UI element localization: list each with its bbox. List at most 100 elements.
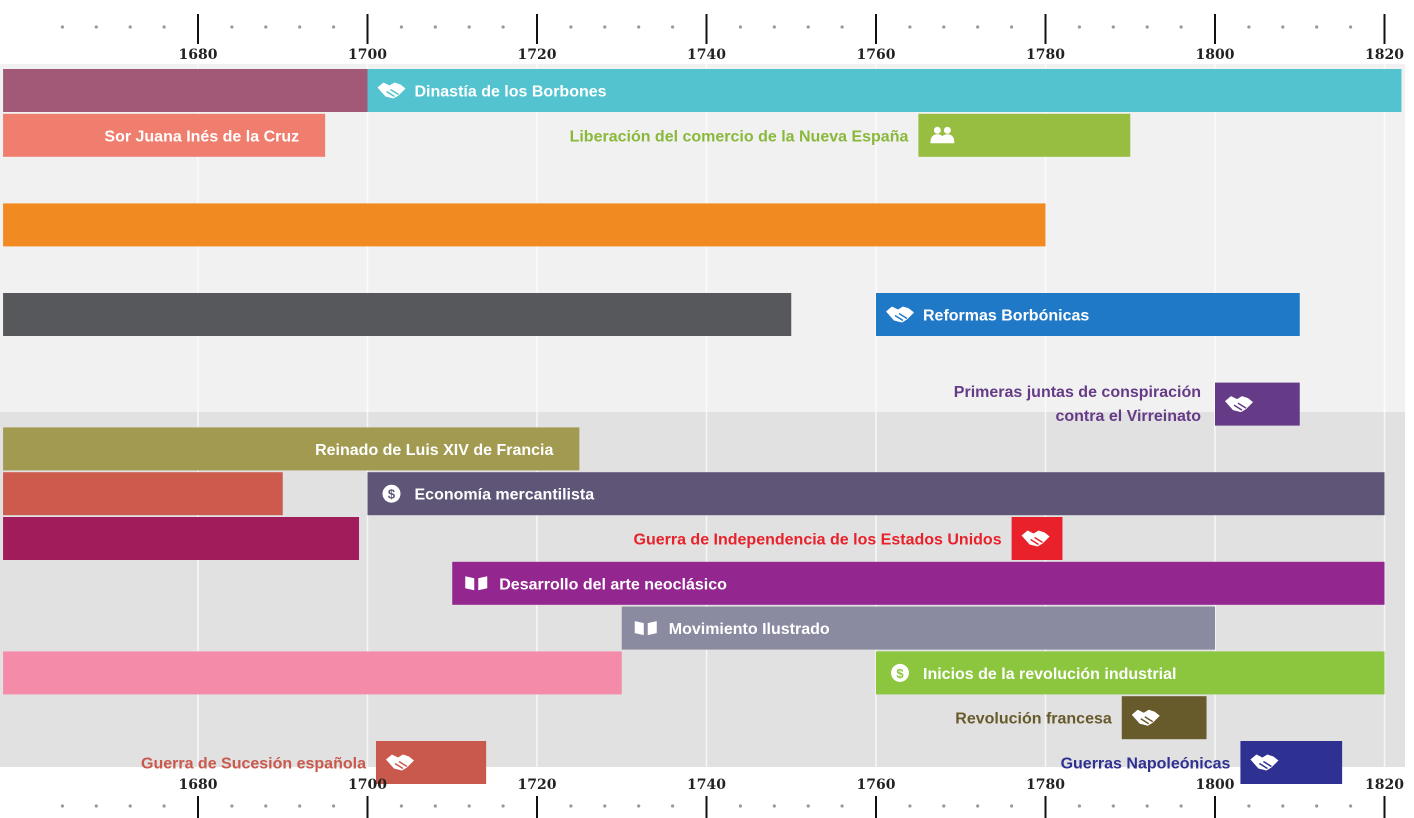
event-bar-10: $ Economía mercantilista — [367, 472, 1385, 516]
minor-tick-dot — [433, 25, 437, 29]
event-label: Primeras juntas de conspiración — [954, 384, 1201, 401]
minor-tick-dot — [772, 804, 776, 808]
event-label: Desarrollo del arte neoclásico — [499, 576, 727, 593]
minor-tick-dot — [501, 804, 505, 808]
minor-tick-dot — [1247, 25, 1251, 29]
minor-tick-dot — [738, 25, 743, 29]
year-tick-label: 1800 — [1196, 777, 1235, 793]
bar-rect — [3, 203, 1046, 247]
minor-tick-dot — [840, 25, 844, 29]
minor-tick-dot — [1077, 25, 1081, 29]
event-bar-12: Guerra de Independencia de los Estados U… — [634, 517, 1063, 560]
event-bar-16: $ Inicios de la revolución industrial — [876, 651, 1385, 695]
minor-tick-dot — [671, 804, 675, 808]
event-label: Inicios de la revolución industrial — [923, 666, 1176, 683]
minor-tick-dot — [399, 25, 403, 29]
minor-tick-dot — [94, 804, 98, 808]
bar-rect — [3, 293, 792, 336]
minor-tick-dot — [1010, 25, 1014, 29]
event-label: Movimiento Ilustrado — [669, 621, 830, 638]
event-bar-17: Revolución francesa — [955, 696, 1207, 740]
minor-tick-dot — [1111, 804, 1115, 808]
minor-tick-dot — [501, 25, 505, 29]
minor-tick-dot — [569, 25, 573, 29]
minor-tick-dot — [264, 804, 268, 808]
minor-tick-dot — [230, 25, 234, 29]
event-label: Sor Juana Inés de la Cruz — [104, 128, 299, 145]
handshake-icon — [1021, 530, 1050, 547]
minor-tick-dot — [806, 25, 810, 29]
event-bar-2: Sor Juana Inés de la Cruz — [3, 113, 326, 157]
year-tick-label: 1760 — [857, 47, 896, 63]
handshake-icon — [385, 754, 414, 771]
year-tick-label: 1780 — [1026, 47, 1065, 63]
bar-rect — [621, 606, 1215, 650]
minor-tick-dot — [1281, 804, 1285, 808]
event-bar-18: Guerra de Sucesión española — [141, 741, 487, 784]
event-label: Reformas Borbónicas — [923, 308, 1089, 325]
minor-tick-dot — [1145, 804, 1149, 808]
handshake-icon — [1225, 396, 1253, 413]
minor-tick-dot — [94, 25, 98, 29]
event-label: Economía mercantilista — [415, 487, 595, 504]
event-bar-5 — [3, 293, 792, 336]
event-bar-14: Movimiento Ilustrado — [621, 606, 1215, 650]
minor-tick-dot — [128, 804, 132, 808]
minor-tick-dot — [467, 804, 471, 808]
minor-tick-dot — [1349, 25, 1353, 29]
year-tick-label: 1820 — [1365, 47, 1404, 63]
minor-tick-dot — [298, 25, 302, 29]
handshake-icon — [886, 306, 914, 323]
svg-text:$: $ — [896, 666, 904, 681]
minor-tick-dot — [1010, 804, 1014, 808]
handshake-icon — [1250, 754, 1279, 771]
event-bar-15 — [3, 651, 622, 695]
event-label: Liberación del comercio de la Nueva Espa… — [570, 128, 909, 145]
minor-tick-dot — [1111, 25, 1115, 29]
handshake-icon — [1131, 709, 1160, 726]
minor-tick-dot — [976, 25, 980, 29]
minor-tick-dot — [908, 804, 912, 808]
event-label: Guerras Napoleónicas — [1061, 756, 1231, 773]
bar-rect — [3, 651, 622, 695]
year-tick-label: 1740 — [687, 47, 726, 63]
event-bar-13: Desarrollo del arte neoclásico — [452, 561, 1385, 605]
dollar-icon: $ — [382, 484, 401, 503]
minor-tick-dot — [603, 804, 607, 808]
event-label: Reinado de Luis XIV de Francia — [315, 442, 553, 459]
year-tick-label: 1700 — [348, 47, 387, 63]
minor-tick-dot — [467, 25, 471, 29]
minor-tick-dot — [942, 804, 946, 808]
year-tick-label: 1700 — [348, 777, 387, 793]
minor-tick-dot — [433, 804, 437, 808]
minor-tick-dot — [332, 25, 336, 29]
event-bar-19: Guerras Napoleónicas — [1061, 741, 1343, 784]
minor-tick-dot — [772, 25, 776, 29]
minor-tick-dot — [1315, 804, 1319, 808]
handshake-icon — [377, 82, 406, 99]
year-tick-label: 1820 — [1365, 777, 1404, 793]
minor-tick-dot — [1179, 804, 1183, 808]
minor-tick-dot — [976, 804, 980, 808]
minor-tick-dot — [60, 804, 64, 808]
year-tick-label: 1680 — [179, 47, 218, 63]
bar-rect — [876, 651, 1385, 695]
book-icon — [465, 576, 488, 591]
minor-tick-dot — [1247, 804, 1251, 808]
bar-rect — [3, 113, 326, 157]
minor-tick-dot — [60, 25, 64, 29]
event-bar-9 — [3, 472, 283, 516]
bar-rect — [3, 69, 368, 112]
svg-text:$: $ — [388, 487, 396, 502]
bar-rect — [367, 472, 1385, 516]
minor-tick-dot — [603, 25, 607, 29]
bar-rect — [918, 113, 1131, 157]
people-icon — [930, 126, 955, 144]
minor-tick-dot — [942, 25, 946, 29]
minor-tick-dot — [637, 25, 641, 29]
year-tick-label: 1720 — [518, 47, 557, 63]
bar-rect — [3, 472, 283, 516]
bar-rect — [876, 293, 1300, 336]
